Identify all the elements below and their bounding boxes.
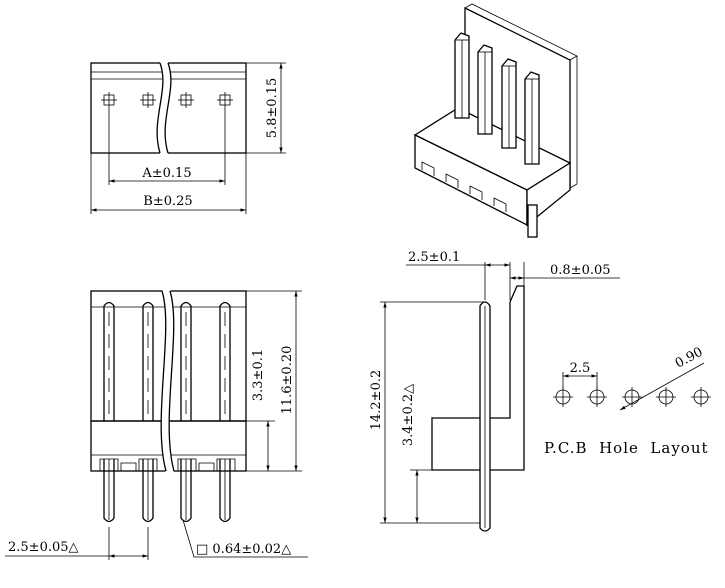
top-view-pins bbox=[101, 92, 233, 108]
isometric-view bbox=[413, 3, 578, 238]
dim-top-height-label: 5.8±0.15 bbox=[265, 78, 280, 139]
dim-total-height-label: 11.6±0.20 bbox=[280, 346, 295, 415]
front-view-pins bbox=[103, 301, 231, 523]
dim-side-top-left-label: 2.5±0.1 bbox=[408, 250, 460, 265]
dim-side-total-label: 14.2±0.2 bbox=[369, 370, 384, 431]
pcb-caption: P.C.B Hole Layout bbox=[544, 439, 709, 457]
dim-side-lower-label: 3.4±0.2△ bbox=[401, 384, 416, 446]
dim-pitch-label: 2.5±0.05△ bbox=[8, 540, 79, 555]
dim-side-top-right-label: 0.8±0.05 bbox=[550, 263, 611, 278]
pcb-hole-label: 0.90 bbox=[673, 345, 706, 372]
side-view: 2.5±0.1 0.8±0.05 14.2±0.2 3.4±0.2△ bbox=[369, 250, 620, 532]
pcb-pitch-label: 2.5 bbox=[570, 361, 591, 376]
top-view: A±0.15 B±0.25 5.8±0.15 bbox=[90, 62, 286, 214]
front-view: 3.3±0.1 11.6±0.20 2.5±0.05△ □ 0.64±0.02△ bbox=[5, 289, 308, 560]
pcb-holes bbox=[553, 387, 711, 407]
dim-a-label: A±0.15 bbox=[141, 166, 191, 181]
side-view-body bbox=[431, 285, 525, 471]
pcb-layout: 2.5 0.90 P.C.B Hole Layout bbox=[544, 345, 711, 457]
isometric-pins bbox=[454, 32, 540, 165]
dim-pin-size-label: □ 0.64±0.02△ bbox=[196, 542, 291, 557]
dim-b-label: B±0.25 bbox=[143, 194, 192, 209]
dim-upper-label: 3.3±0.1 bbox=[251, 349, 266, 401]
